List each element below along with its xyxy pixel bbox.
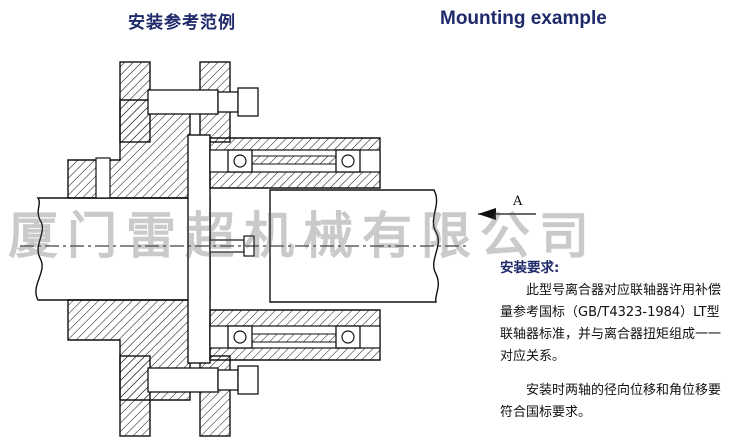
view-arrow — [478, 208, 536, 220]
title-chinese: 安装参考范例 — [128, 13, 236, 33]
company-watermark: 厦门雷超机械有限公司 — [8, 207, 598, 265]
left-shaft — [35, 197, 211, 301]
requirements-paragraph-1: 此型号离合器对应联轴器许用补偿量参考国标（GB/T4323-1984）LT型联轴… — [500, 283, 722, 364]
pin-bolts — [147, 87, 259, 395]
view-label-a: A — [513, 194, 523, 209]
key — [95, 157, 111, 199]
requirements-paragraph-2: 安装时两轴的径向位移和角位移要符合国标要求。 — [500, 383, 722, 420]
title-english: Mounting example — [440, 8, 607, 29]
bearings — [227, 149, 361, 349]
requirements-heading: 安装要求: — [500, 260, 560, 276]
